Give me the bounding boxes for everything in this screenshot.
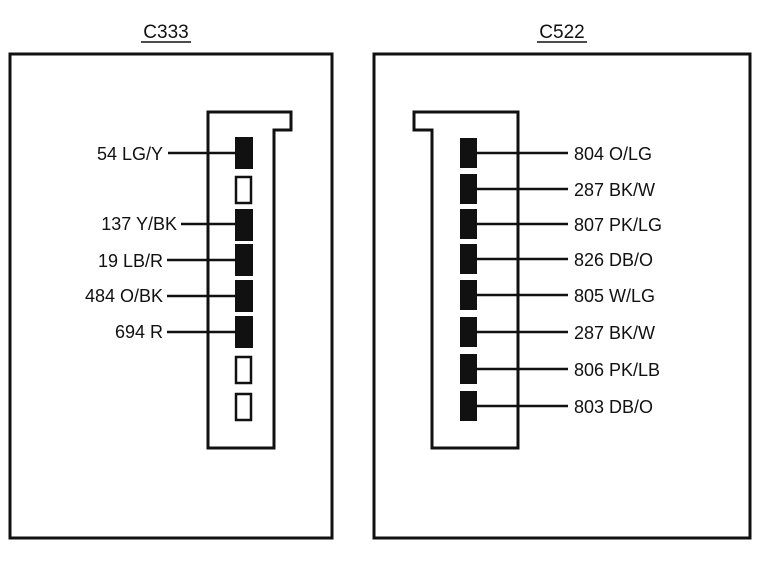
wire-label: 287 BK/W (574, 323, 655, 343)
pin-cavity-filled (235, 137, 253, 169)
pin-cavity-filled (460, 354, 477, 384)
pin-cavity-empty (234, 175, 253, 205)
pin-row: 484 O/BK (85, 280, 253, 312)
wire-label: 803 DB/O (574, 397, 653, 417)
connector-c333: C333 54 LG/Y 137 Y/BK 19 LB/R 484 O/BK (8, 22, 334, 540)
pin-row: 287 BK/W (460, 174, 655, 204)
pin-cavity-empty (234, 355, 253, 385)
pin-cavity-filled (235, 316, 253, 348)
pin-cavity-filled (460, 280, 477, 310)
pin-row: 804 O/LG (460, 138, 652, 168)
wire-label: 826 DB/O (574, 250, 653, 270)
pin-cavity-empty (234, 392, 253, 422)
wire-label: 805 W/LG (574, 286, 655, 306)
pin-row (234, 392, 253, 422)
wire-label: 54 LG/Y (97, 144, 163, 164)
pin-row (234, 175, 253, 205)
pin-row: 137 Y/BK (101, 209, 253, 241)
wire-label: 484 O/BK (85, 286, 163, 306)
pin-cavity-filled (460, 138, 477, 168)
wire-label: 137 Y/BK (101, 214, 177, 234)
pin-row: 805 W/LG (460, 280, 655, 310)
connector-c522: C522 804 O/LG 287 BK/W 807 PK/LG 826 DB/… (372, 22, 752, 540)
pin-row: 807 PK/LG (460, 209, 662, 239)
connector-c522-frame (372, 52, 752, 540)
connector-c522-title: C522 (539, 22, 584, 43)
pin-row: 694 R (115, 316, 253, 348)
connector-c333-title: C333 (143, 22, 188, 43)
wire-label: 694 R (115, 322, 163, 342)
pin-cavity-filled (235, 280, 253, 312)
pin-cavity-filled (235, 209, 253, 241)
pin-cavity-filled (460, 244, 477, 274)
wire-label: 804 O/LG (574, 144, 652, 164)
pin-row: 287 BK/W (460, 317, 655, 347)
pin-row: 54 LG/Y (97, 137, 253, 169)
pin-cavity-filled (460, 317, 477, 347)
pin-cavity-filled (460, 391, 477, 421)
pin-row: 806 PK/LB (460, 354, 660, 384)
connector-c333-frame (8, 52, 334, 540)
wire-label: 19 LB/R (98, 251, 163, 271)
pin-cavity-filled (235, 244, 253, 276)
pin-cavity-filled (460, 209, 477, 239)
pin-row (234, 355, 253, 385)
pin-row: 19 LB/R (98, 244, 253, 276)
wire-label: 287 BK/W (574, 180, 655, 200)
wire-label: 806 PK/LB (574, 360, 660, 380)
wire-label: 807 PK/LG (574, 215, 662, 235)
pin-row: 826 DB/O (460, 244, 653, 274)
connector-c333-housing (206, 110, 293, 450)
connector-c522-housing (412, 110, 520, 450)
pin-cavity-filled (460, 174, 477, 204)
pin-row: 803 DB/O (460, 391, 653, 421)
